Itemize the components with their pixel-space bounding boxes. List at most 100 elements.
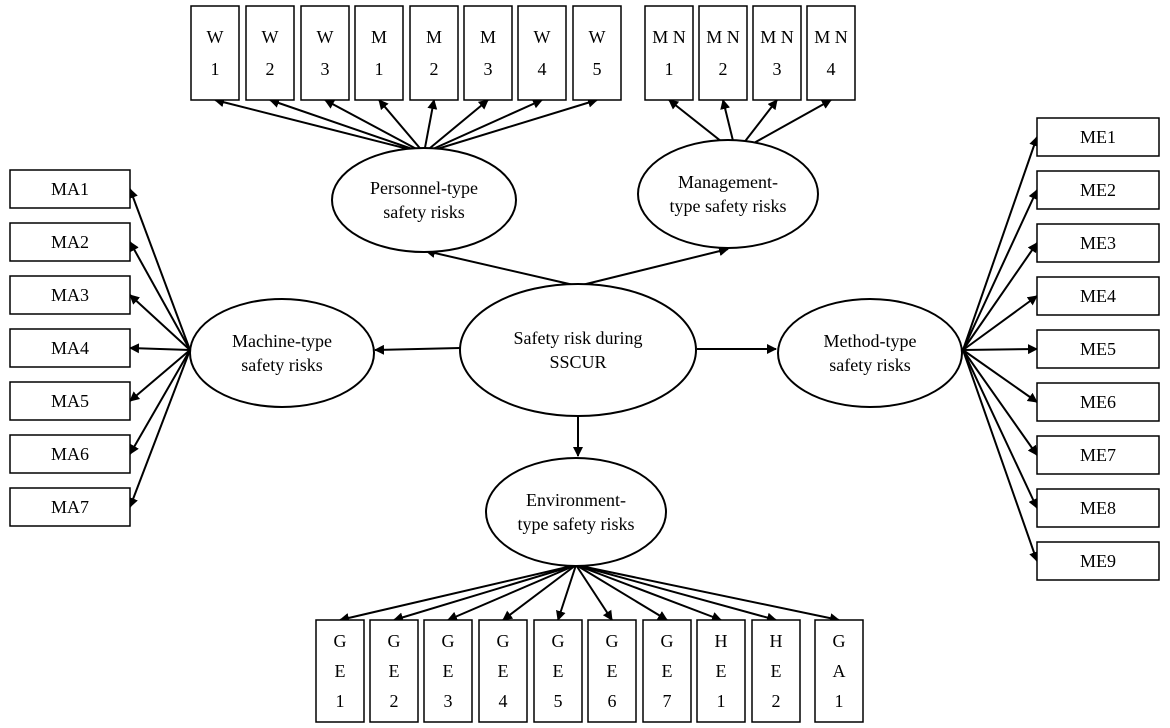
- method-item-box-9-frame: [1036, 541, 1160, 581]
- center-to-management-arrow: [577, 246, 729, 287]
- machine-item-arrow-5: [129, 349, 191, 402]
- management-item-box-3-frame: [752, 5, 802, 101]
- method-item-box-9: ME9: [1036, 541, 1160, 581]
- environment-item-box-8-line-1: H: [715, 631, 728, 651]
- personnel-item-box-6-line-2: 3: [484, 59, 493, 79]
- method-item-box-2: ME2: [1036, 170, 1160, 210]
- personnel-item-box-8-line-2: 5: [593, 59, 602, 79]
- machine-item-box-5-line-1: MA5: [51, 391, 89, 411]
- personnel-item-box-4-frame: [354, 5, 404, 101]
- environment-item-box-1-line-2: E: [335, 661, 346, 681]
- center-to-machine-arrow: [374, 344, 461, 355]
- environment-item-arrow-8: [575, 564, 722, 622]
- environment-item-box-9-frame: [751, 619, 801, 723]
- environment-item-box-8-line-3: 1: [717, 691, 726, 711]
- environment-item-arrow-4: [502, 564, 577, 621]
- method-item-box-6: ME6: [1036, 382, 1160, 422]
- management-item-box-4: M N4: [806, 5, 856, 101]
- personnel-item-box-1: W1: [190, 5, 240, 101]
- method-item-arrow-9: [962, 349, 1039, 562]
- environment-item-box-6: GE6: [587, 619, 637, 723]
- personnel-item-box-6-frame: [463, 5, 513, 101]
- machine-item-box-2-line-1: MA2: [51, 232, 89, 252]
- environment-item-box-3: GE3: [423, 619, 473, 723]
- machine-item-arrow-6: [129, 349, 191, 455]
- environment-item-box-2-line-1: G: [388, 631, 401, 651]
- machine-item-box-5: MA5: [9, 381, 131, 421]
- method-item-box-7-frame: [1036, 435, 1160, 475]
- method-item-box-7-line-1: ME7: [1080, 445, 1116, 465]
- environment-item-box-3-line-1: G: [442, 631, 455, 651]
- machine-risk-node-shape: [189, 298, 375, 408]
- environment-item-box-8: HE 1: [696, 619, 746, 723]
- management-item-box-2-line-1: M N: [706, 27, 740, 47]
- management-item-box-1-line-2: 1: [665, 59, 674, 79]
- environment-risk-node-line-1: Environment-: [526, 490, 626, 510]
- machine-item-box-3-frame: [9, 275, 131, 315]
- machine-item-arrow-1: [128, 188, 191, 351]
- method-item-arrow-6: [962, 349, 1038, 403]
- environment-item-box-4-line-2: E: [498, 661, 509, 681]
- machine-item-box-6-line-1: MA6: [51, 444, 89, 464]
- environment-item-arrow-3: [447, 564, 577, 622]
- personnel-item-box-3: W3: [300, 5, 350, 101]
- personnel-item-box-3-frame: [300, 5, 350, 101]
- environment-item-box-7-line-3: 7: [663, 691, 672, 711]
- management-item-box-1-frame: [644, 5, 694, 101]
- environment-item-box-4: GE4: [478, 619, 528, 723]
- management-item-box-4-frame: [806, 5, 856, 101]
- environment-item-box-10: GA1: [814, 619, 864, 723]
- environment-item-arrow-5: [556, 564, 577, 621]
- machine-item-box-7-frame: [9, 487, 131, 527]
- environment-item-box-7-line-1: G: [661, 631, 674, 651]
- machine-item-arrow-4: [129, 343, 191, 354]
- environment-item-box-8-line-2: E: [716, 661, 727, 681]
- center-node-line-2: SSCUR: [549, 352, 606, 372]
- personnel-item-box-2-frame: [245, 5, 295, 101]
- personnel-item-box-5: M2: [409, 5, 459, 101]
- personnel-item-box-7: W4: [517, 5, 567, 101]
- environment-item-box-6-line-1: G: [606, 631, 619, 651]
- machine-item-box-2-frame: [9, 222, 131, 262]
- environment-item-box-1-line-3: 1: [336, 691, 345, 711]
- machine-item-box-3: MA3: [9, 275, 131, 315]
- management-item-box-2: M N2: [698, 5, 748, 101]
- machine-item-box-6: MA6: [9, 434, 131, 474]
- management-risk-node: Management-type safety risks: [637, 139, 819, 249]
- environment-item-box-7-frame: [642, 619, 692, 723]
- personnel-item-box-7-line-1: W: [534, 27, 551, 47]
- management-item-box-1-line-1: M N: [652, 27, 686, 47]
- environment-item-box-9-line-1: H: [770, 631, 783, 651]
- personnel-item-box-4: M1: [354, 5, 404, 101]
- environment-item-box-10-frame: [814, 619, 864, 723]
- environment-item-box-3-frame: [423, 619, 473, 723]
- machine-item-box-4-frame: [9, 328, 131, 368]
- method-item-box-5-frame: [1036, 329, 1160, 369]
- machine-item-arrow-2: [129, 241, 191, 351]
- personnel-item-arrow-8: [423, 97, 598, 154]
- management-item-box-3-line-2: 3: [773, 59, 782, 79]
- management-item-box-3-line-1: M N: [760, 27, 794, 47]
- personnel-item-box-1-line-2: 1: [211, 59, 220, 79]
- management-item-box-3: M N 3: [752, 5, 802, 101]
- environment-item-box-6-frame: [587, 619, 637, 723]
- method-item-arrow-5: [962, 344, 1038, 355]
- personnel-item-arrow-4: [378, 99, 425, 154]
- machine-item-box-7-line-1: MA7: [51, 497, 89, 517]
- method-item-arrow-1: [962, 136, 1039, 351]
- environment-item-box-10-line-2: A: [833, 661, 846, 681]
- method-item-arrow-2: [962, 189, 1038, 351]
- machine-item-box-1-line-1: MA1: [51, 179, 89, 199]
- environment-item-box-5-line-1: G: [552, 631, 565, 651]
- machine-item-box-7: MA7: [9, 487, 131, 527]
- environment-item-box-6-line-2: E: [607, 661, 618, 681]
- method-item-arrow-7: [962, 349, 1038, 456]
- personnel-item-box-8-line-1: W: [589, 27, 606, 47]
- method-item-box-4: ME4: [1036, 276, 1160, 316]
- personnel-item-box-1-frame: [190, 5, 240, 101]
- personnel-item-arrow-6: [423, 99, 489, 154]
